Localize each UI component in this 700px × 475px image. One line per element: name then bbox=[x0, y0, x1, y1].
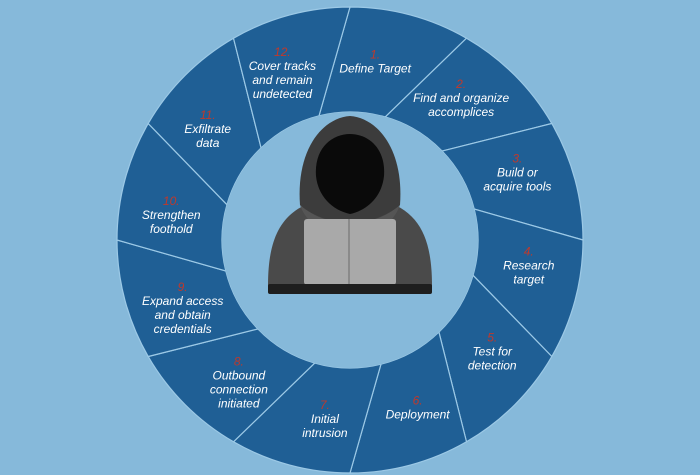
step-label-10-line-1: Strengthen bbox=[142, 208, 201, 222]
step-number-9: 9. bbox=[178, 280, 188, 294]
step-label-9-line-3: credentials bbox=[154, 322, 212, 336]
step-label-5-line-2: detection bbox=[468, 358, 517, 372]
lifecycle-ring: 1.Define Target 2.Find and organizeaccomp… bbox=[116, 6, 584, 474]
step-label-6-line-1: Deployment bbox=[386, 408, 451, 422]
step-number-5: 5. bbox=[487, 330, 497, 344]
step-number-1: 1. bbox=[370, 47, 380, 61]
hooded-hacker-laptop-icon bbox=[268, 116, 432, 294]
step-label-10-line-2: foothold bbox=[150, 222, 193, 236]
step-label-9-line-2: and obtain bbox=[155, 308, 211, 322]
step-label-12-line-2: and remain bbox=[252, 73, 312, 87]
step-number-4: 4. bbox=[524, 244, 534, 258]
step-label-11-line-2: data bbox=[196, 136, 220, 150]
step-number-2: 2. bbox=[455, 77, 466, 91]
step-label-3-line-1: Build or bbox=[497, 166, 539, 180]
step-label-8-line-1: Outbound bbox=[213, 368, 266, 382]
step-label-8-line-2: connection bbox=[210, 382, 268, 396]
ring-segment-12 bbox=[232, 6, 351, 150]
step-label-8-line-3: initiated bbox=[218, 396, 260, 410]
step-number-10: 10. bbox=[163, 194, 180, 208]
step-label-3-line-2: acquire tools bbox=[483, 180, 551, 194]
step-label-12-line-3: undetected bbox=[253, 87, 313, 101]
step-label-4-line-1: Research bbox=[503, 258, 555, 272]
step-label-2-line-2: accomplices bbox=[428, 105, 494, 119]
step-label-7-line-1: Initial bbox=[311, 412, 339, 426]
step-number-11: 11. bbox=[200, 108, 216, 122]
step-label-1-line-1: Define Target bbox=[339, 61, 411, 75]
step-number-3: 3. bbox=[512, 152, 522, 166]
step-number-12: 12. bbox=[274, 45, 291, 59]
step-label-5-line-1: Test for bbox=[472, 344, 513, 358]
step-number-8: 8. bbox=[234, 354, 244, 368]
step-label-12-line-1: Cover tracks bbox=[249, 59, 316, 73]
step-label-4-line-2: target bbox=[513, 272, 544, 286]
step-number-6: 6. bbox=[413, 394, 423, 408]
step-label-11-line-1: Exfiltrate bbox=[184, 122, 231, 136]
step-number-7: 7. bbox=[320, 398, 330, 412]
step-label-2-line-1: Find and organize bbox=[413, 91, 509, 105]
step-label-7-line-2: intrusion bbox=[302, 426, 348, 440]
step-label-9-line-1: Expand access bbox=[142, 294, 223, 308]
